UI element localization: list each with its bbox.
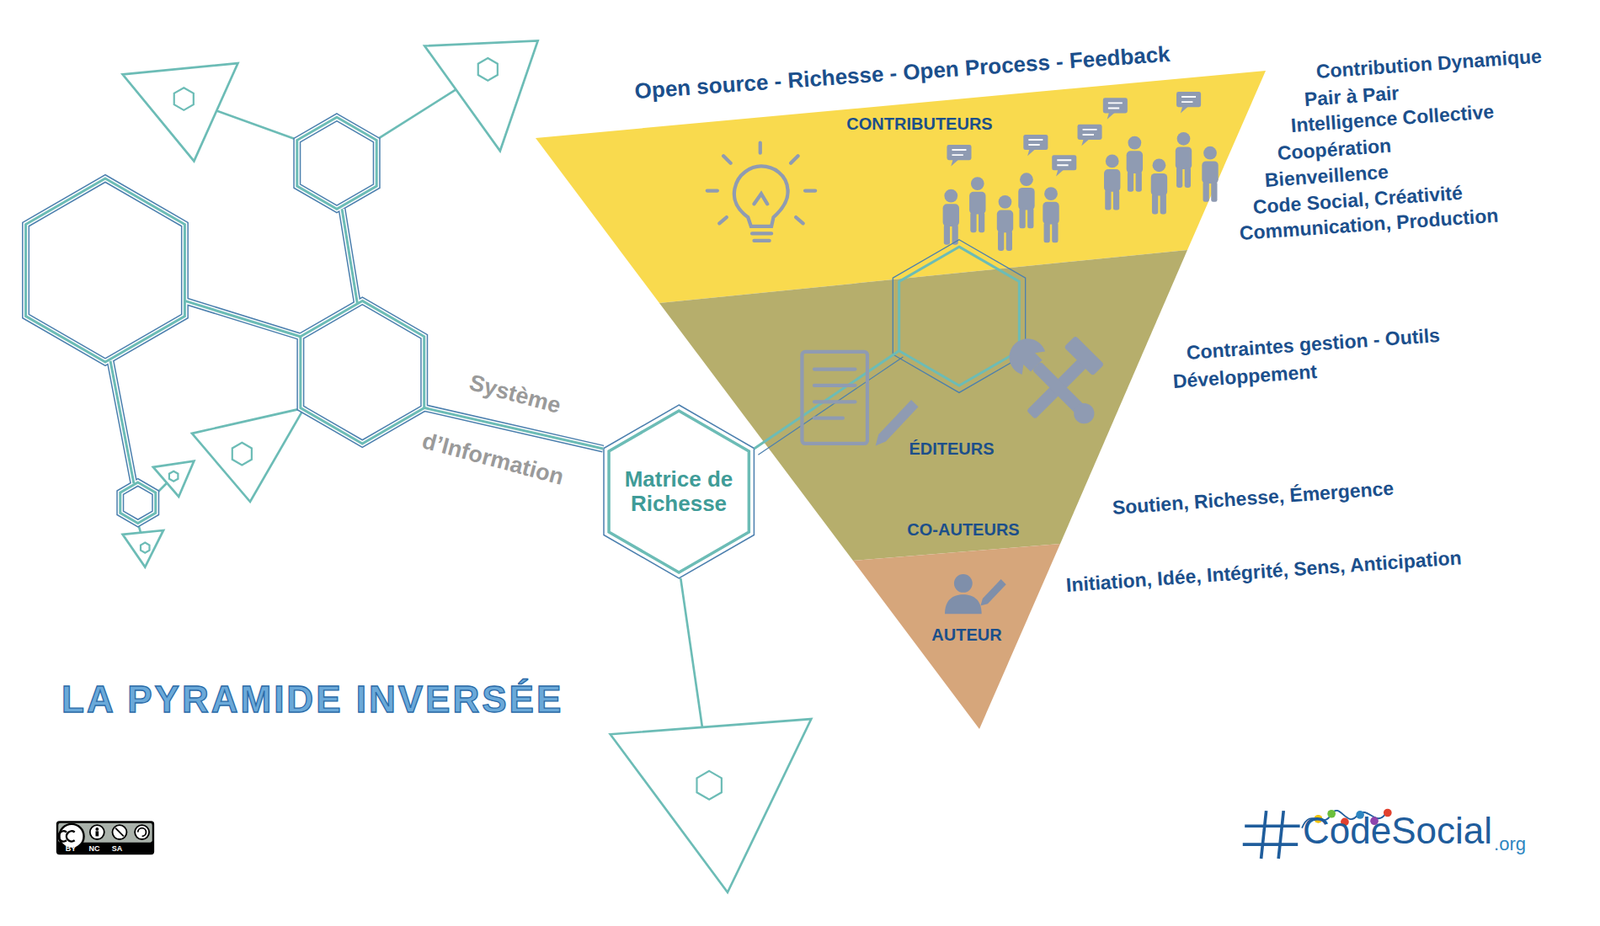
hexagon-label: Matrice de Richesse bbox=[619, 467, 738, 517]
text-holder: Matrice de Richesse bbox=[619, 467, 738, 517]
double-hexagons bbox=[26, 117, 604, 523]
editor-quality: Développement bbox=[1172, 360, 1318, 394]
title-holder: LA PYRAMIDE INVERSÉE bbox=[61, 678, 564, 721]
contributors-band: CONTRIBUTEURS bbox=[535, 70, 1266, 304]
editor-quality: Contraintes gestion - Outils bbox=[1185, 324, 1441, 365]
contributors-band-outline bbox=[535, 70, 1266, 304]
author-band: AUTEUR bbox=[853, 544, 1061, 730]
licence-term: NC bbox=[89, 844, 101, 854]
label-holder: Coopération bbox=[1276, 134, 1392, 166]
licence-term: BY bbox=[65, 844, 77, 854]
label-holder: BY bbox=[65, 844, 77, 854]
coauthor-quality: Soutien, Richesse, Émergence bbox=[1111, 477, 1395, 520]
band-label: AUTEUR bbox=[931, 625, 1002, 646]
text-holder: ÉDITEURS bbox=[908, 439, 994, 459]
label-holder: Pair à Pair bbox=[1303, 81, 1400, 112]
bond-label: Système bbox=[466, 369, 564, 420]
cc-licence-logo bbox=[56, 821, 155, 855]
label-holder: Soutien, Richesse, Émergence bbox=[1111, 477, 1395, 520]
label-holder: Contraintes gestion - Outils bbox=[1185, 324, 1441, 365]
label-holder: SA bbox=[112, 844, 123, 854]
label-holder: CodeSocial bbox=[1302, 810, 1493, 853]
matrix-hexagon: Matrice de Richesse bbox=[603, 405, 754, 579]
logo-wordmark: CodeSocial bbox=[1302, 810, 1493, 853]
contributor-quality: Pair à Pair bbox=[1303, 81, 1400, 112]
label-holder: Initiation, Idée, Intégrité, Sens, Antic… bbox=[1065, 546, 1462, 598]
editors-band: ÉDITEURS CO-AUTEURS bbox=[659, 250, 1188, 561]
contributor-quality: Contribution Dynamique bbox=[1315, 44, 1543, 84]
band-label: ÉDITEURS bbox=[908, 439, 994, 459]
label-holder: .org bbox=[1493, 833, 1526, 856]
label-holder: Système bbox=[466, 369, 564, 420]
diagram-title: LA PYRAMIDE INVERSÉE bbox=[61, 678, 564, 721]
text-holder: AUTEUR bbox=[931, 625, 1002, 646]
text-holder: CONTRIBUTEURS bbox=[846, 114, 992, 134]
contributor-quality: Coopération bbox=[1276, 134, 1392, 166]
label-holder: NC bbox=[89, 844, 101, 854]
text-holder: CO-AUTEURS bbox=[906, 520, 1019, 540]
band-label: CO-AUTEURS bbox=[906, 520, 1019, 540]
label-holder: Contribution Dynamique bbox=[1315, 44, 1543, 84]
label-holder: Développement bbox=[1172, 360, 1318, 394]
band-label: CONTRIBUTEURS bbox=[846, 114, 992, 134]
licence-term: SA bbox=[112, 844, 123, 854]
editors-band-outline bbox=[659, 250, 1188, 561]
author-quality: Initiation, Idée, Intégrité, Sens, Antic… bbox=[1065, 546, 1462, 598]
logo-suffix: .org bbox=[1493, 833, 1526, 856]
